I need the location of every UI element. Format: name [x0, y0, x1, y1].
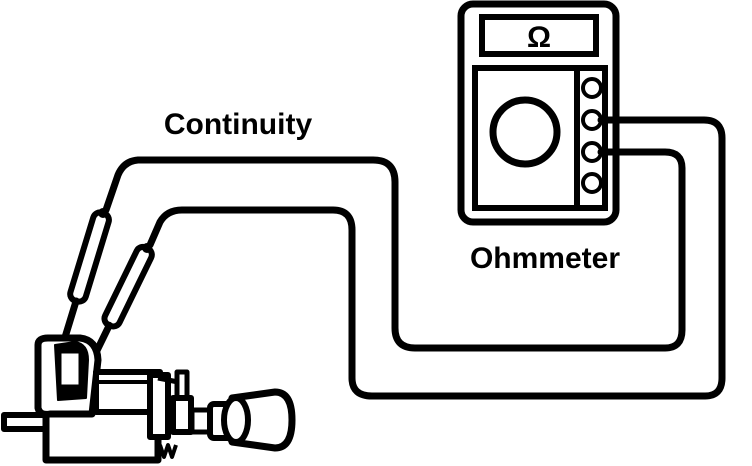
- motor: [221, 388, 296, 452]
- selector-dial: [489, 96, 561, 168]
- test-probes: [60, 208, 155, 362]
- continuity-label: Continuity: [164, 108, 313, 141]
- ohmmeter-label: Ohmmeter: [470, 242, 620, 275]
- terminal-jack: [581, 172, 603, 194]
- terminal-jack: [581, 77, 603, 99]
- test-lead-outer: [146, 116, 726, 400]
- ohm-symbol-icon: Ω: [527, 21, 551, 54]
- test-leads: [102, 116, 726, 400]
- ohmmeter-display: [479, 14, 599, 57]
- ohmmeter: Ω Ohmmeter: [457, 0, 620, 275]
- test-lead-inner: [102, 148, 686, 352]
- component-under-test: [1, 334, 296, 464]
